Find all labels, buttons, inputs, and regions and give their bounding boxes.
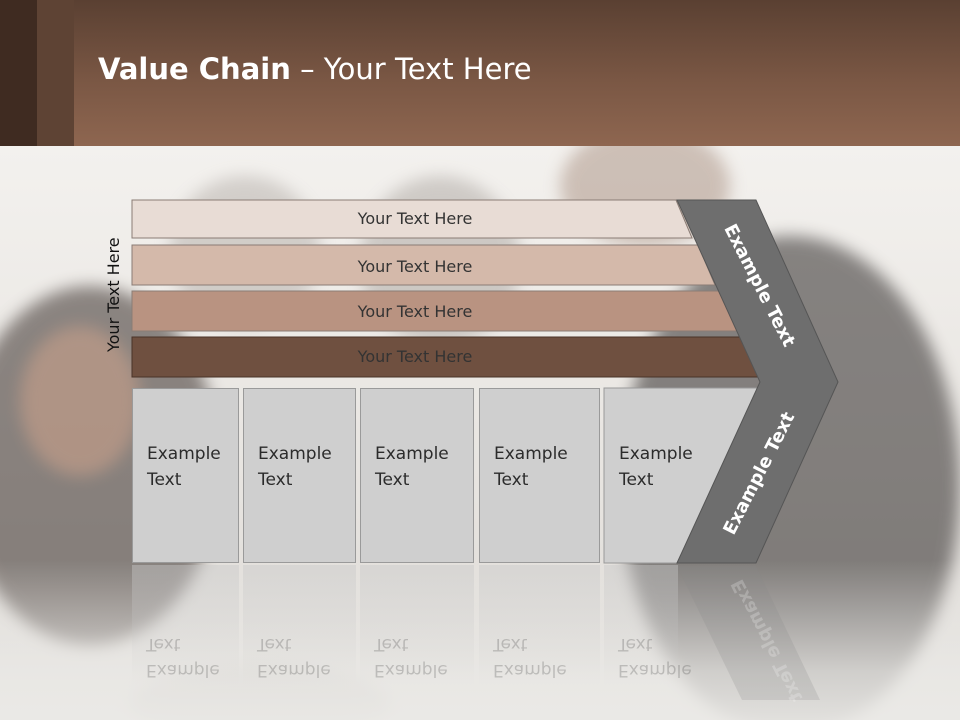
bar-1-label: Your Text Here	[357, 209, 473, 228]
cell-3-line2: Text	[375, 470, 410, 490]
cell-2-reflection-text: Example Text	[257, 631, 331, 683]
title-rest: – Your Text Here	[290, 52, 532, 86]
cell-2-reflection-line2: Text	[257, 634, 292, 654]
cell-3-reflection-line1: Example	[374, 660, 448, 680]
bar-4-label: Your Text Here	[357, 347, 473, 366]
header-strip-mid	[37, 0, 74, 146]
cell-1-reflection: Example Text	[132, 565, 239, 685]
cell-5-line1: Example	[619, 444, 693, 464]
cell-1-reflection-line2: Text	[146, 634, 181, 654]
cell-5-reflection-line1: Example	[618, 660, 692, 680]
cell-4-reflection-line2: Text	[493, 634, 528, 654]
cell-2-reflection: Example Text	[243, 565, 356, 685]
cell-3-line1: Example	[375, 444, 449, 464]
chevron-arrow	[676, 199, 839, 564]
cell-2-line1: Example	[258, 444, 332, 464]
header-strip-dark	[0, 0, 37, 146]
cell-1-reflection-line1: Example	[146, 660, 220, 680]
cell-2-reflection-line1: Example	[257, 660, 331, 680]
bar-3-label: Your Text Here	[357, 302, 473, 321]
cell-3-reflection-line2: Text	[374, 634, 409, 654]
cell-5-reflection-text: Example Text	[618, 631, 692, 683]
cell-3-reflection: Example Text	[360, 565, 474, 685]
cell-3-reflection-text: Example Text	[374, 631, 448, 683]
cell-5-reflection: Example Text	[604, 565, 692, 685]
cell-1-line2: Text	[147, 470, 182, 490]
cell-1-line1: Example	[147, 444, 221, 464]
cell-5-line2: Text	[619, 470, 654, 490]
cell-5-reflection-line2: Text	[618, 634, 653, 654]
title-bold: Value Chain	[98, 52, 291, 86]
cell-4-reflection-text: Example Text	[493, 631, 567, 683]
bar-2-label: Your Text Here	[357, 257, 473, 276]
cell-4-reflection: Example Text	[479, 565, 600, 685]
slide-title: Value Chain – Your Text Here	[98, 52, 532, 87]
photo-fade-overlay	[0, 560, 960, 720]
cell-2-line2: Text	[258, 470, 293, 490]
cell-4-reflection-line1: Example	[493, 660, 567, 680]
cell-4-line2: Text	[494, 470, 529, 490]
cell-4-line1: Example	[494, 444, 568, 464]
side-label: Your Text Here	[104, 237, 123, 352]
bar-1	[131, 199, 693, 239]
header-band: Value Chain – Your Text Here	[0, 0, 960, 146]
cell-1-reflection-text: Example Text	[146, 631, 220, 683]
bar-2	[131, 244, 716, 286]
chevron-arrow-reflection	[677, 566, 820, 700]
photo-face-left	[20, 326, 140, 476]
